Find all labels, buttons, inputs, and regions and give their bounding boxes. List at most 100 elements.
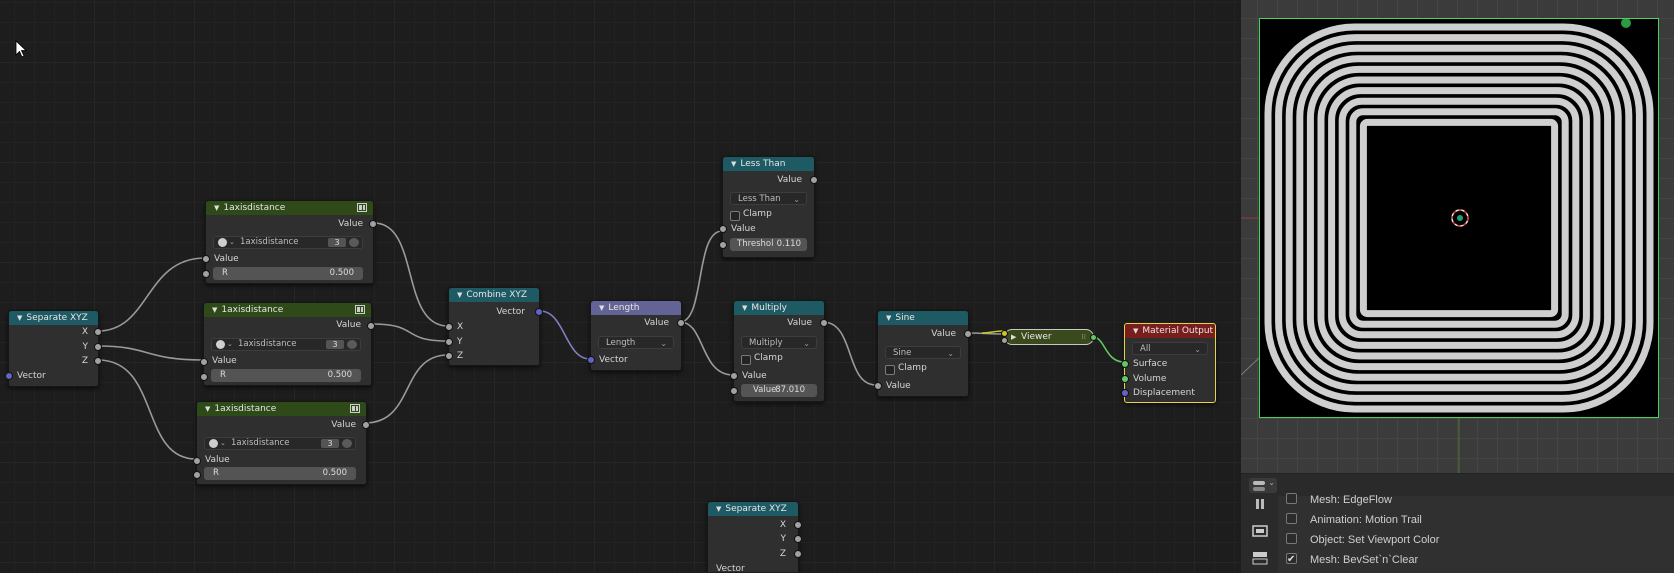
node-header[interactable]: ▼Separate XYZ	[9, 311, 98, 325]
collapse-arrow-icon[interactable]: ▼	[886, 314, 892, 322]
socket-surface-in[interactable]	[1121, 360, 1129, 368]
editor-type-button[interactable]: ⌄	[1249, 478, 1277, 493]
node-header[interactable]: ▼1axisdistance	[204, 303, 371, 317]
user-count-badge[interactable]: 3	[326, 340, 344, 349]
collapse-arrow-icon[interactable]: ▼	[731, 160, 737, 168]
addon-tool-icon[interactable]	[1252, 498, 1268, 512]
length-node[interactable]: ▼Length Value Length⌄ Vector	[587, 300, 685, 371]
socket-vector-in[interactable]	[5, 372, 13, 380]
addon-item-bevset[interactable]: Mesh: BevSet`n`Clear	[1286, 550, 1418, 570]
unlink-icon[interactable]	[342, 439, 352, 448]
clamp-checkbox[interactable]	[885, 365, 895, 375]
less-than-node[interactable]: ▼Less Than Value Less Than⌄ Clamp Value …	[719, 156, 818, 258]
group-name-field[interactable]: 1axisdistance	[238, 339, 297, 349]
r-value-field[interactable]: R 0.500	[213, 267, 363, 280]
socket-vector-in[interactable]	[587, 356, 595, 364]
unlink-icon[interactable]	[347, 340, 357, 349]
math-mode-dropdown[interactable]: Multiply⌄	[741, 336, 817, 349]
unlink-icon[interactable]	[349, 238, 359, 247]
node-header[interactable]: ▼1axisdistance	[206, 201, 373, 215]
node-header[interactable]: ▼Length	[591, 301, 681, 315]
viewer-node[interactable]: ▶ Viewer ⁞⁞	[1001, 329, 1097, 345]
collapse-arrow-icon[interactable]: ▼	[17, 314, 23, 322]
collapse-arrow-icon[interactable]: ▼	[1133, 327, 1139, 335]
socket-value-out[interactable]	[964, 330, 972, 338]
separate-xyz-node-2[interactable]: ▼Separate XYZ X Y Z Vector	[707, 501, 802, 572]
socket-viewer-in[interactable]	[1001, 330, 1008, 337]
sine-node[interactable]: ▼Sine Value Sine⌄ Clamp Value	[874, 310, 972, 397]
addon-item-edgeflow[interactable]: Mesh: EdgeFlow	[1286, 491, 1392, 510]
socket-y-out[interactable]	[94, 343, 102, 351]
socket-value2-in[interactable]	[730, 387, 738, 395]
node-group-selector[interactable]: ⌄ 1axisdistance 3	[204, 437, 356, 450]
math-mode-dropdown[interactable]: Less Than⌄	[730, 192, 807, 205]
save-state-icon[interactable]	[1252, 524, 1268, 538]
socket-r-in[interactable]	[200, 373, 208, 381]
r-value-field[interactable]: R 0.500	[211, 369, 361, 382]
socket-value-in[interactable]	[193, 457, 201, 465]
addon-checkbox[interactable]	[1286, 493, 1297, 504]
value-field[interactable]: Value 87.010	[741, 384, 817, 397]
socket-z-out[interactable]	[94, 357, 102, 365]
socket-r-in[interactable]	[193, 471, 201, 479]
socket-vector-out[interactable]	[535, 308, 543, 316]
socket-y-in[interactable]	[445, 338, 453, 346]
socket-value-in[interactable]	[200, 358, 208, 366]
axisdistance-node-1[interactable]: ▼1axisdistance Value ⌄ 1axisdistance 3 V…	[202, 200, 377, 284]
socket-x-in[interactable]	[445, 323, 453, 331]
axisdistance-node-2[interactable]: ▼1axisdistance Value ⌄ 1axisdistance 3 V…	[200, 302, 375, 386]
collapse-arrow-icon[interactable]: ▼	[716, 505, 722, 513]
clamp-checkbox[interactable]	[741, 355, 751, 365]
collapse-arrow-icon[interactable]: ▼	[599, 304, 605, 312]
user-count-badge[interactable]: 3	[321, 439, 339, 448]
node-group-icon[interactable]	[350, 404, 360, 413]
addon-checkbox[interactable]	[1286, 533, 1297, 544]
node-header[interactable]: ▼Separate XYZ	[708, 502, 798, 516]
node-header[interactable]: ▼Multiply	[734, 301, 824, 315]
node-header[interactable]: ▼Less Than	[723, 157, 814, 171]
addon-checkbox-checked[interactable]	[1286, 550, 1297, 569]
socket-threshold-in[interactable]	[719, 241, 727, 249]
node-group-icon[interactable]	[357, 203, 367, 212]
vector-math-mode-dropdown[interactable]: Length⌄	[598, 336, 674, 349]
node-group-selector[interactable]: ⌄ 1axisdistance 3	[213, 236, 363, 249]
collapse-arrow-icon[interactable]: ▼	[742, 304, 748, 312]
node-header[interactable]: ▼Sine	[878, 311, 968, 325]
collapse-arrow-icon[interactable]: ▼	[212, 306, 218, 314]
node-header[interactable]: ▼Combine XYZ	[449, 288, 539, 302]
socket-viewer-out[interactable]	[1090, 334, 1097, 341]
node-editor[interactable]: ▼Separate XYZ X Y Z Vector ▼1axisdistanc…	[0, 0, 1241, 572]
socket-value-out[interactable]	[362, 421, 370, 429]
socket-value-out[interactable]	[677, 319, 685, 327]
node-group-icon[interactable]	[355, 305, 365, 314]
expand-arrow-icon[interactable]: ▶	[1011, 333, 1017, 341]
addon-item-motion-trail[interactable]: Animation: Motion Trail	[1286, 511, 1422, 530]
socket-value-in[interactable]	[719, 225, 727, 233]
socket-z-out[interactable]	[794, 550, 802, 558]
node-header[interactable]: ▼Material Output	[1125, 324, 1215, 338]
render-target-dropdown[interactable]: All⌄	[1132, 342, 1208, 355]
system-icon[interactable]	[1252, 551, 1268, 565]
socket-volume-in[interactable]	[1121, 375, 1129, 383]
shaded-plane-preview[interactable]	[1259, 18, 1659, 418]
socket-x-out[interactable]	[94, 328, 102, 336]
axisdistance-node-3[interactable]: ▼1axisdistance Value ⌄ 1axisdistance 3 V…	[193, 401, 370, 485]
socket-y-out[interactable]	[794, 535, 802, 543]
combine-xyz-node[interactable]: ▼Combine XYZ Vector X Y Z	[445, 287, 543, 366]
node-group-selector[interactable]: ⌄ 1axisdistance 3	[211, 338, 361, 351]
socket-value-in[interactable]	[730, 372, 738, 380]
socket-value-in[interactable]	[874, 382, 882, 390]
addon-checkbox[interactable]	[1286, 513, 1297, 524]
group-name-field[interactable]: 1axisdistance	[240, 237, 299, 247]
properties-panel[interactable]: ⌄ Mesh: EdgeFlow Animation: Motion Trail…	[1241, 473, 1674, 573]
socket-viewer-value-in[interactable]	[1001, 337, 1008, 344]
material-output-node[interactable]: ▼Material Output All⌄ Surface Volume Dis…	[1121, 323, 1216, 403]
socket-value-out[interactable]	[820, 319, 828, 327]
collapse-arrow-icon[interactable]: ▼	[457, 291, 463, 299]
socket-displacement-in[interactable]	[1121, 389, 1129, 397]
socket-z-in[interactable]	[445, 352, 453, 360]
r-value-field[interactable]: R 0.500	[204, 467, 356, 480]
separate-xyz-node[interactable]: ▼Separate XYZ X Y Z Vector	[5, 310, 102, 387]
addon-item-viewport-color[interactable]: Object: Set Viewport Color	[1286, 531, 1439, 550]
collapse-arrow-icon[interactable]: ▼	[205, 405, 211, 413]
